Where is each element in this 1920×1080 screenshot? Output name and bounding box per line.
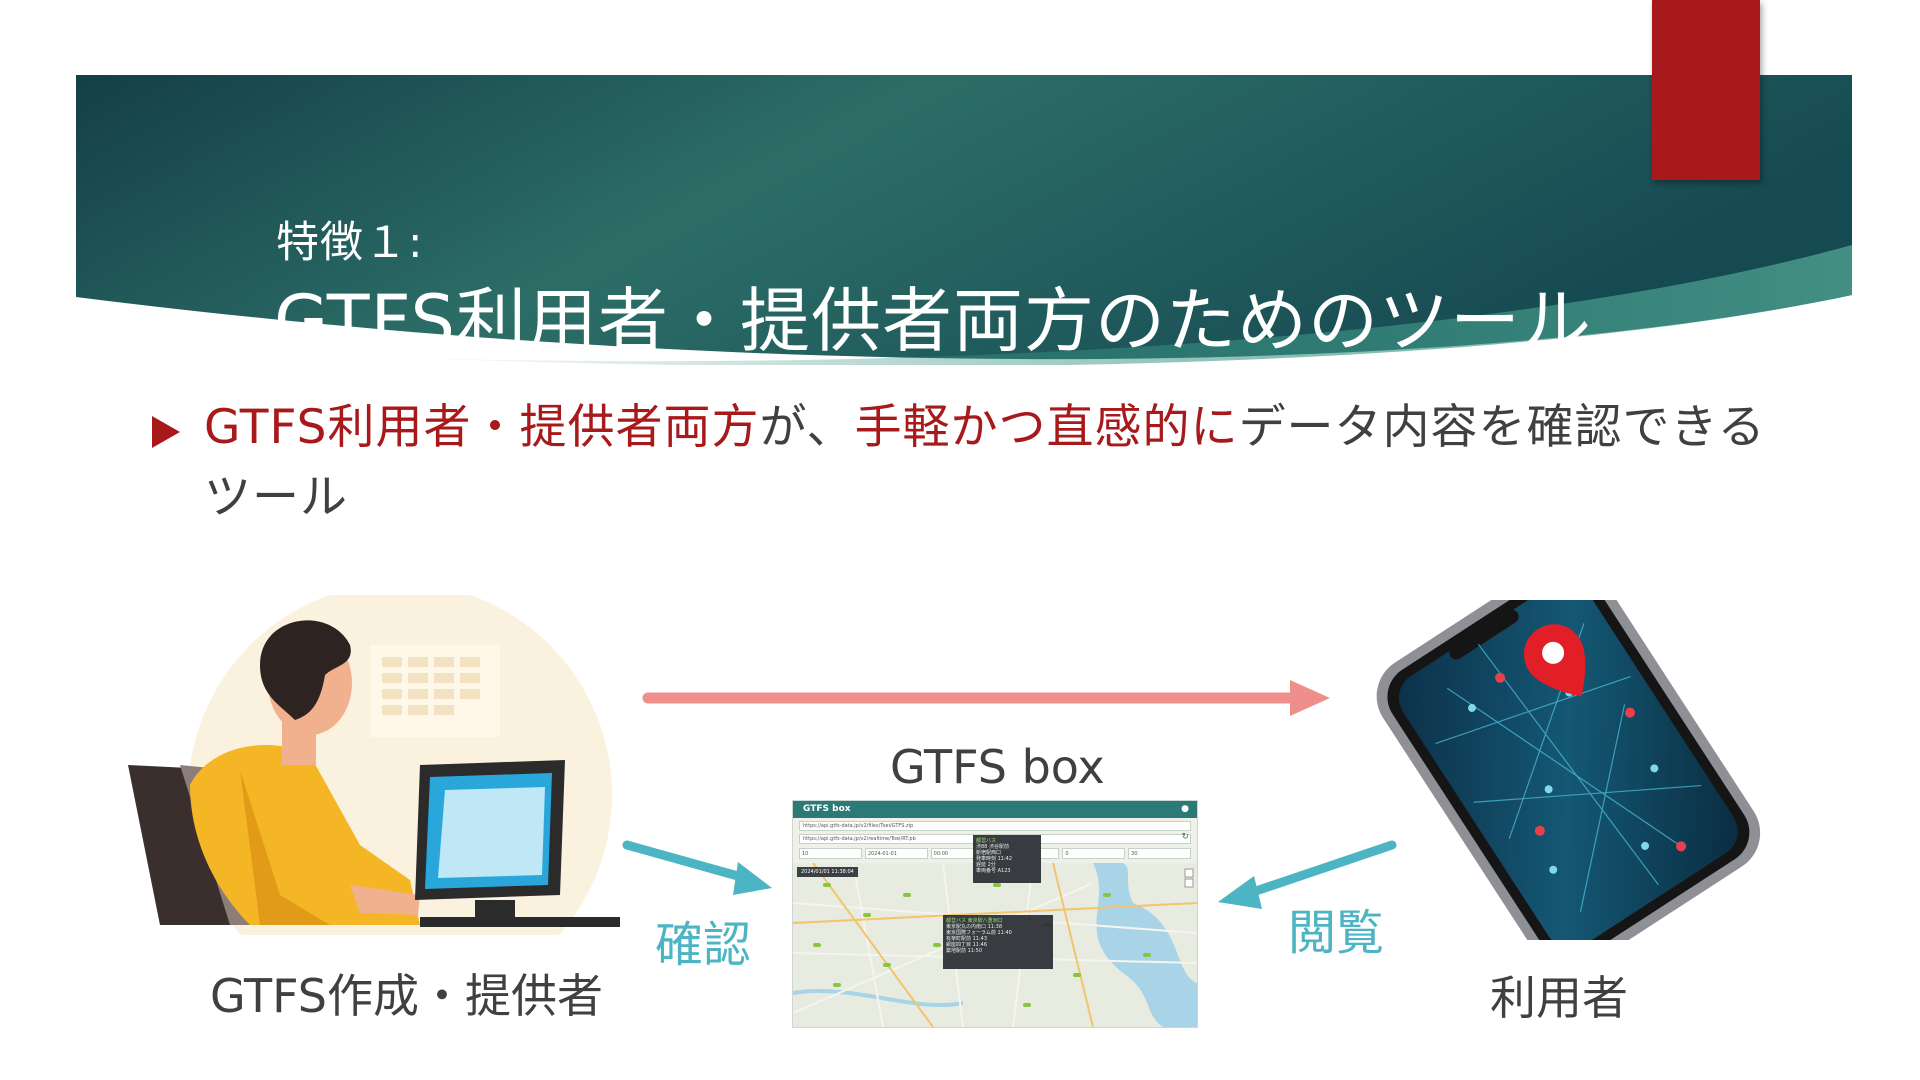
- red-accent-tab: [1652, 0, 1760, 180]
- filter-field: 10: [799, 848, 862, 859]
- filter-field: 2024-01-01: [864, 848, 928, 859]
- view-label: 閲覧: [1288, 905, 1385, 961]
- person-figure: [190, 620, 420, 925]
- bullet-highlight-intuitive: 手軽かつ直感的に: [854, 400, 1239, 455]
- location-pin-icon: [1524, 624, 1586, 697]
- calendar-icon: [370, 645, 500, 737]
- title-banner: 特徴１: GTFS利用者・提供者両方のためのツール: [76, 75, 1852, 365]
- stop-timetable-popup: 都営バス 東京駅八重洲口 東京駅丸の内南口 11:38 東京国際フォーラム前 1…: [943, 915, 1053, 969]
- bullet-text-ga: が、: [759, 400, 855, 455]
- monitor-icon: [415, 760, 620, 927]
- github-icon: ●: [1181, 804, 1189, 814]
- bullet-highlight-users: GTFS利用者・提供者両方: [204, 400, 760, 455]
- reload-icon: ↻: [1181, 832, 1189, 842]
- provider-illustration: [128, 595, 620, 935]
- app-title: GTFS box: [803, 804, 851, 814]
- gtfs-box-label: GTFS box: [890, 740, 1105, 794]
- slide-subtitle: 特徴１:: [276, 218, 424, 268]
- long-arrow-right-icon: [642, 680, 1330, 716]
- arrow-down-right-icon: [622, 840, 772, 895]
- map-zoom-controls: [1184, 868, 1194, 888]
- user-label: 利用者: [1490, 971, 1628, 1025]
- confirm-label: 確認: [655, 917, 752, 973]
- current-time-display: 2024/01/01 11:38:04: [797, 867, 858, 877]
- bullet-text-tool: ツール: [204, 470, 348, 525]
- provider-label: GTFS作成・提供者: [210, 969, 603, 1023]
- vehicle-popup: 都営バス 渋88 渋谷駅前 新宿駅西口 発車時刻 11:42 遅延 2分 車両番…: [973, 835, 1041, 883]
- filter-field: 30: [1128, 848, 1191, 859]
- gtfs-box-screenshot: GTFS box ● https://api.gtfs-data.jp/v2/f…: [792, 800, 1198, 1028]
- smartphone-illustration: [1376, 600, 1761, 940]
- filter-field: 0: [1062, 848, 1126, 859]
- banner-shape: [76, 75, 1852, 365]
- bullet-text-confirm: データ内容を確認できる: [1238, 400, 1766, 455]
- triangle-right-icon: [152, 416, 180, 448]
- phone-notch: [1449, 609, 1519, 660]
- slide-title: GTFS利用者・提供者両方のためのツール: [274, 280, 1592, 362]
- bullet-text: GTFS利用者・提供者両方が、手軽かつ直感的にデータ内容を確認できる ツール: [204, 393, 1804, 533]
- app-title-bar: GTFS box ●: [793, 801, 1197, 818]
- gtfs-url-input: https://api.gtfs-data.jp/v2/files/Toei/G…: [799, 821, 1191, 831]
